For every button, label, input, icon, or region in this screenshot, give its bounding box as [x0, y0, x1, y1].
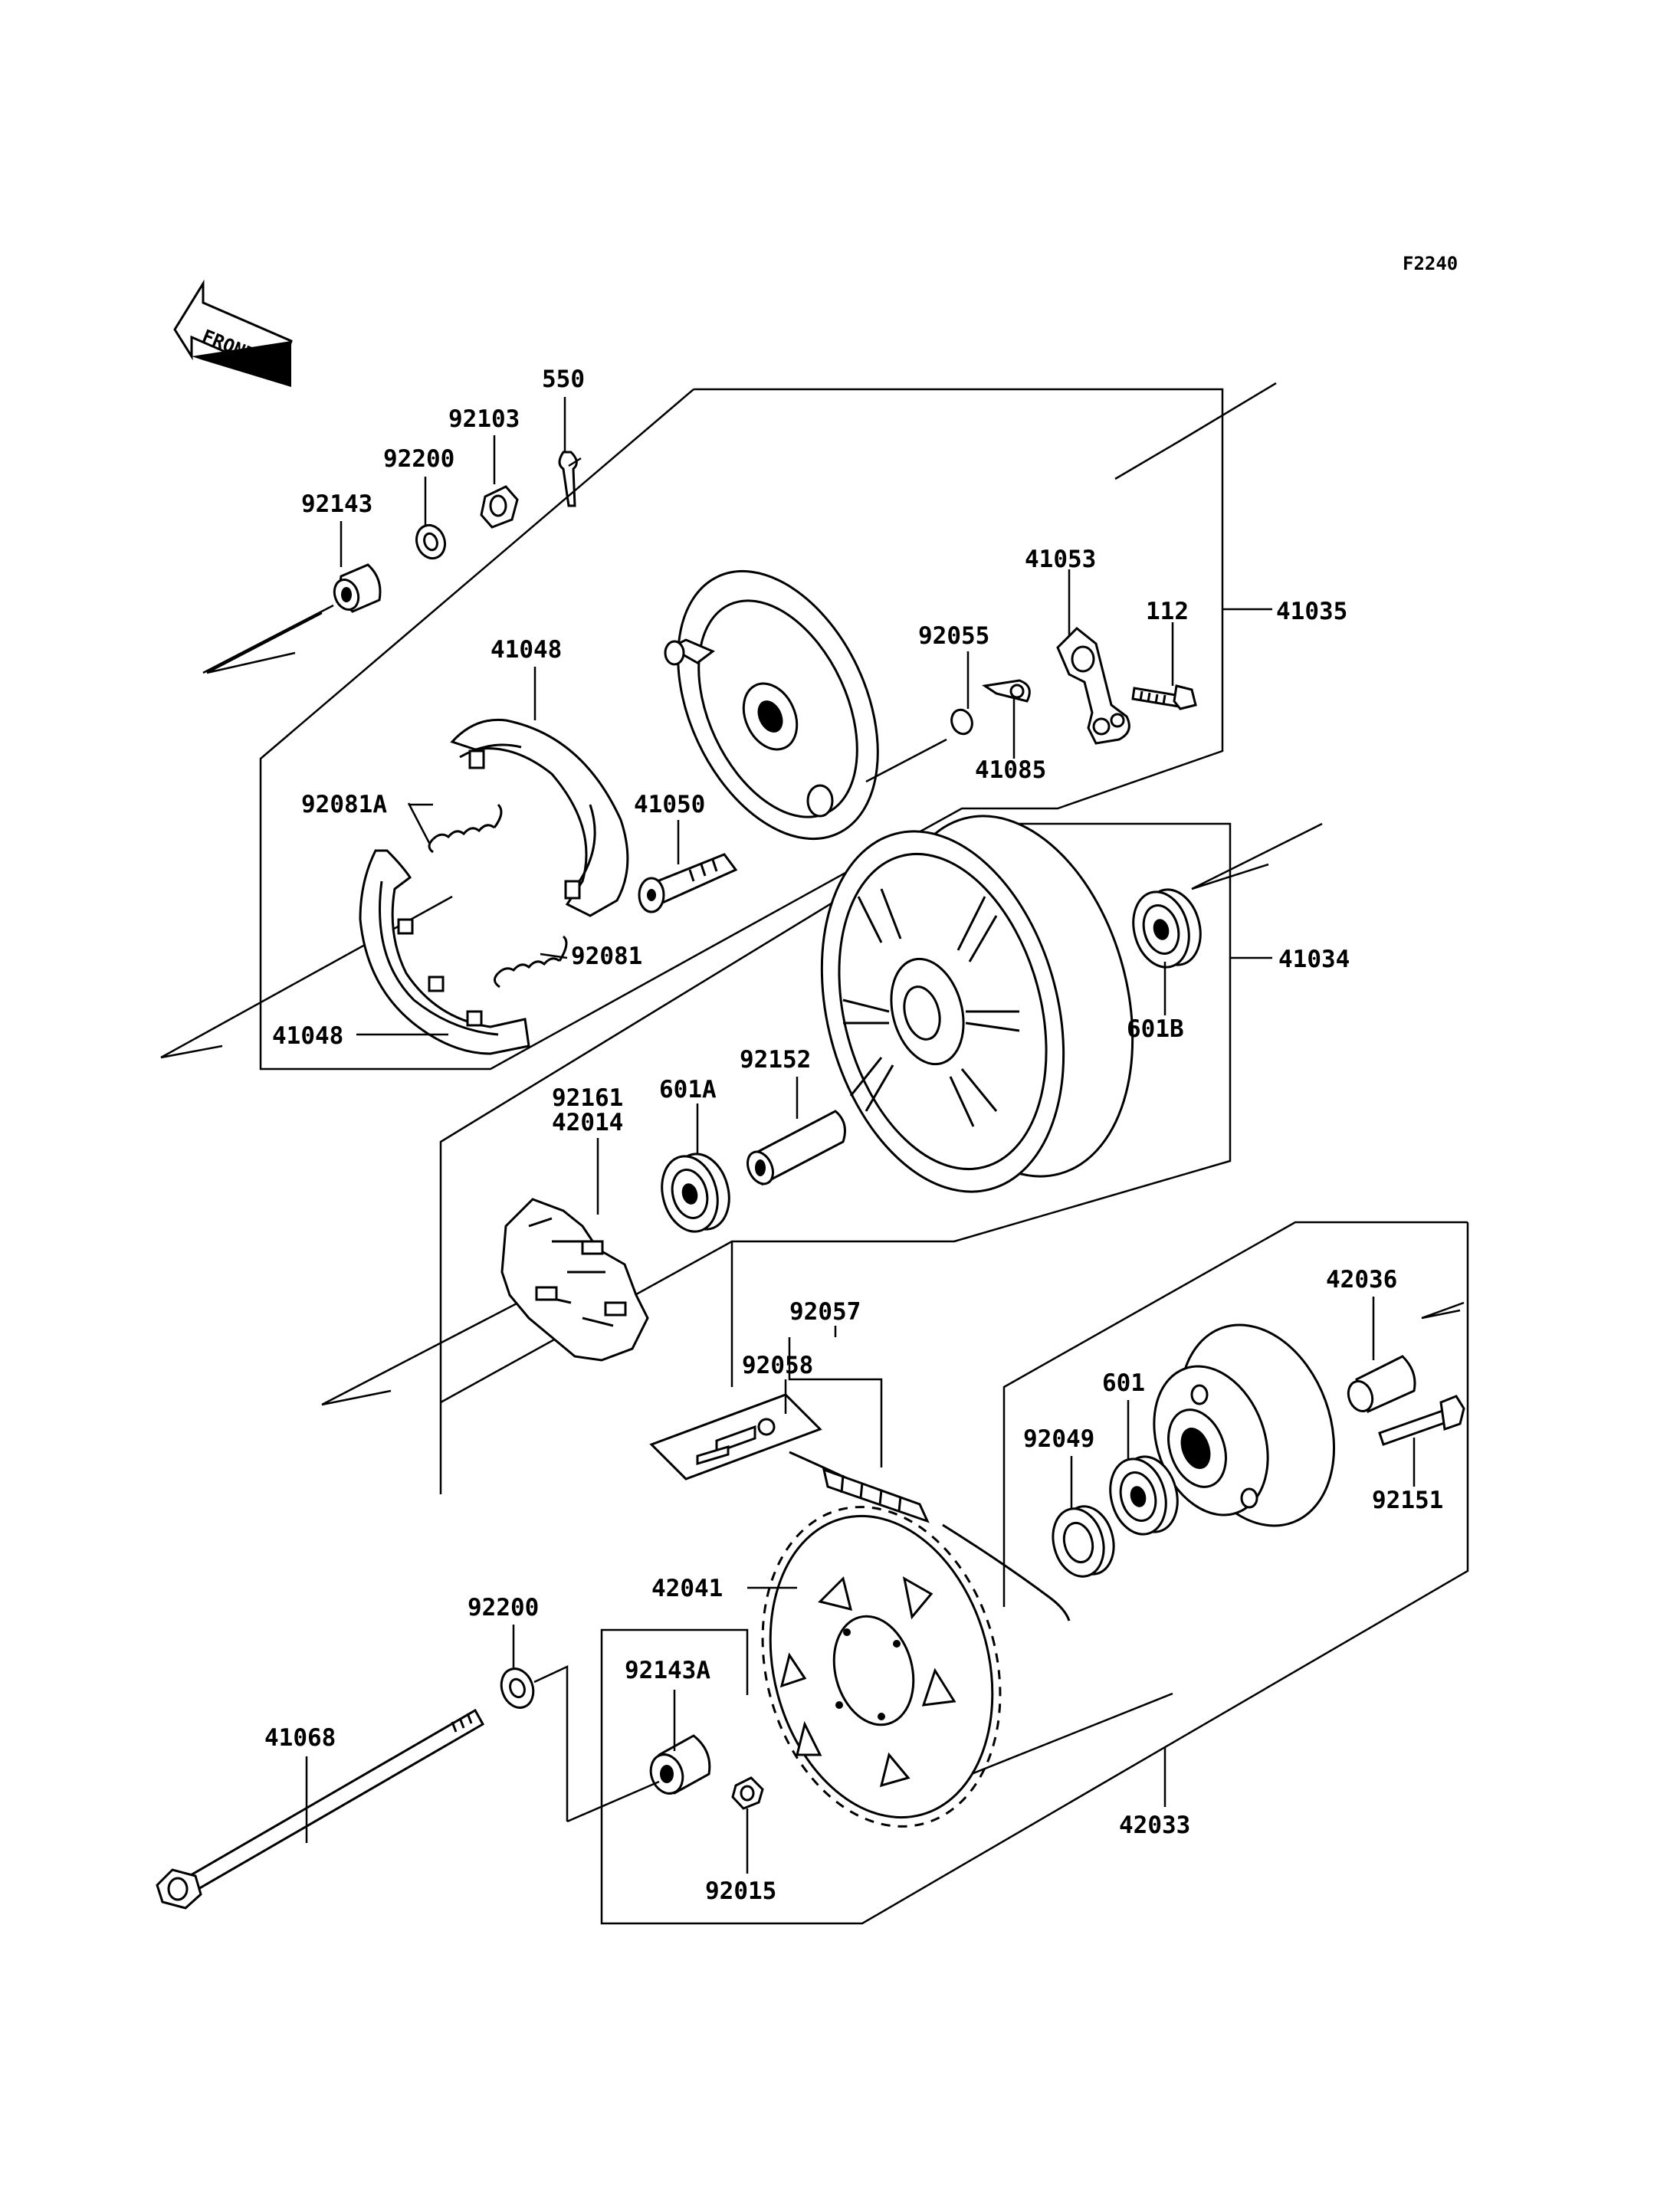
chain-joint-92058-part: [649, 1393, 822, 1481]
front-arrow-icon: FRONT: [173, 279, 293, 387]
label-42041: 42041: [651, 1575, 723, 1602]
brake-panel-part: [664, 569, 947, 841]
label-112: 112: [1146, 598, 1189, 625]
label-92151: 92151: [1372, 1487, 1443, 1514]
label-601A: 601A: [659, 1076, 717, 1103]
spring-92081-part: [494, 935, 568, 989]
label-92081A: 92081A: [301, 791, 387, 818]
label-92015: 92015: [705, 1877, 776, 1905]
label-92143: 92143: [301, 490, 372, 518]
wheel-41034-part: [820, 815, 1134, 1193]
label-42014: 42014: [552, 1109, 623, 1136]
spacer-92143A-part: [566, 1734, 711, 1823]
label-41048-top: 41048: [491, 636, 562, 664]
nut-92015-part: [731, 1776, 764, 1810]
label-601: 601: [1102, 1369, 1145, 1397]
brake-shoe-lower-part: [359, 849, 530, 1055]
label-550: 550: [542, 366, 585, 393]
castle-nut-92103-part: [480, 485, 519, 529]
collar-92152-part: [746, 1110, 846, 1186]
label-41034: 41034: [1278, 946, 1350, 973]
part-labels: 550 92103 92200 92143 41048 92081A 41050…: [264, 366, 1443, 1905]
label-92200-bottom: 92200: [468, 1594, 539, 1622]
label-41053: 41053: [1025, 546, 1096, 573]
label-92103: 92103: [448, 405, 520, 433]
label-92055: 92055: [918, 622, 989, 650]
label-92049: 92049: [1023, 1425, 1094, 1453]
label-41048-bottom: 41048: [272, 1022, 343, 1050]
label-41068: 41068: [264, 1724, 336, 1752]
bearing-601B-part: [1132, 888, 1202, 969]
label-92081: 92081: [571, 943, 642, 970]
leader-lines: [305, 397, 1416, 1874]
figure-code: F2240: [1403, 253, 1458, 274]
label-41050: 41050: [634, 791, 705, 818]
o-ring-92055-part: [950, 708, 973, 736]
axle-41068-part: [156, 1708, 485, 1910]
bearing-601A-part: [661, 1153, 730, 1233]
washer-92200-bottom-part: [500, 1665, 569, 1822]
label-92057: 92057: [789, 1298, 861, 1326]
label-41035: 41035: [1276, 598, 1347, 625]
collar-42036-part: [1347, 1355, 1416, 1414]
chain-92057-part: [789, 1451, 1071, 1622]
bolt-92151-part: [1378, 1395, 1465, 1446]
hub-group-outline: [600, 1221, 1469, 1925]
bolt-112-part: [1131, 684, 1197, 710]
spacer-92143-part: [202, 563, 382, 674]
brake-shoe-upper-part: [450, 718, 629, 917]
bearing-601-part: [1109, 1455, 1179, 1536]
spring-92081A-part: [428, 803, 503, 854]
label-601B: 601B: [1127, 1015, 1184, 1043]
brake-lever-41053-part: [1056, 626, 1130, 745]
label-92161: 92161: [552, 1084, 623, 1112]
label-92058: 92058: [742, 1352, 813, 1379]
label-42036: 42036: [1326, 1266, 1397, 1294]
brake-cam-41050-part: [638, 853, 738, 913]
label-92200-top: 92200: [383, 445, 454, 473]
hub-damper-92161-part: [500, 1198, 649, 1362]
wear-indicator-41085-part: [981, 679, 1031, 703]
sprocket-hub-part: [1153, 1323, 1336, 1527]
oil-seal-92049-part: [1052, 1505, 1115, 1578]
label-92143A: 92143A: [625, 1657, 710, 1684]
sprocket-42041-part: [761, 1506, 1002, 1828]
label-92152: 92152: [740, 1046, 811, 1074]
label-42033: 42033: [1119, 1812, 1190, 1839]
cotter-pin-550-part: [558, 451, 582, 507]
washer-92200-part: [415, 523, 447, 560]
label-41085: 41085: [975, 756, 1046, 784]
